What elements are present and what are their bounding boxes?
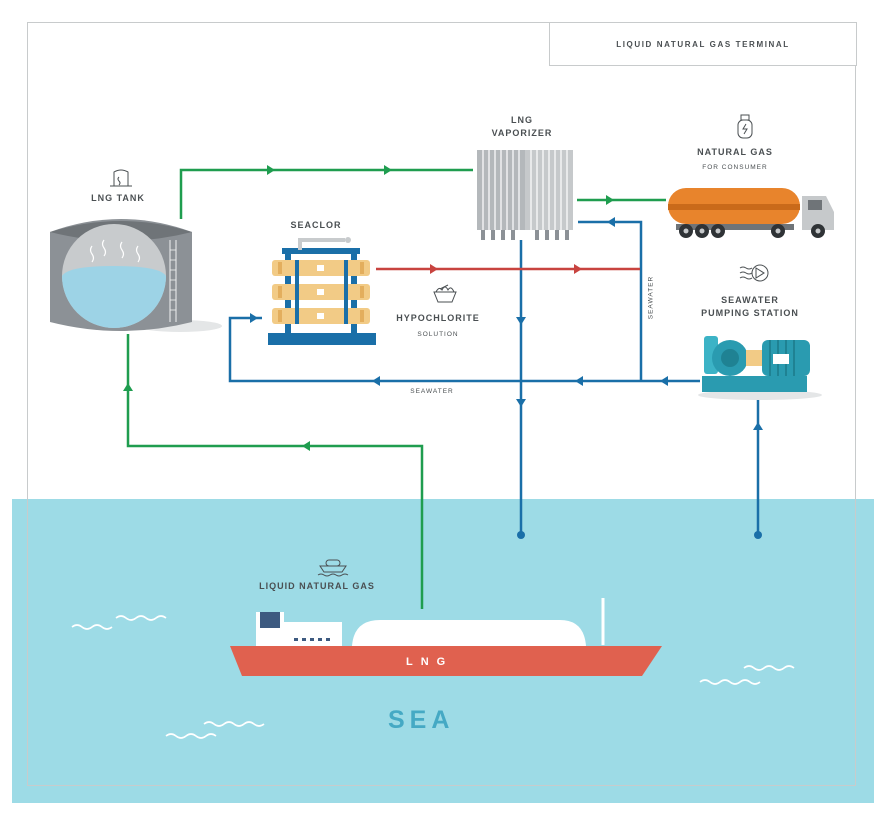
hypochlorite-label: HYPOCHLORITE [396,313,480,323]
gas-cylinder-icon [737,114,753,139]
tank-icon [110,169,132,187]
lng-tank [50,219,222,332]
seawater-flow-lines [228,220,760,533]
seawater-pump [698,336,822,400]
seawater-vertical-flow-label: SEAWATER [647,275,655,320]
bowl-icon [433,284,457,303]
waves [71,615,795,739]
natural-gas-label: NATURAL GAS [697,147,773,157]
lng-vaporizer [477,150,573,240]
pump-icon [739,264,769,282]
ship-hull-label: LNG [406,656,453,668]
diagram-frame [27,22,856,786]
natural-gas-sublabel: FOR CONSUMER [702,164,768,171]
vaporizer-label-line2: VAPORIZER [491,128,553,138]
seaclor-label: SEACLOR [290,220,342,230]
liquid-natural-gas-label: LIQUID NATURAL GAS [259,581,375,591]
seawater-flow-arrows [250,217,763,539]
gas-truck [668,188,834,238]
lng-ship: LNG [230,598,662,676]
seaclor-unit [268,237,376,345]
hypochlorite-flow-line [376,264,640,274]
vaporizer-label-line1: LNG [511,115,533,125]
lng-tank-label: LNG TANK [91,193,145,203]
pumping-station-label-line2: PUMPING STATION [701,308,799,318]
lng-flow-arrows [123,165,614,451]
title-box: LIQUID NATURAL GAS TERMINAL [549,22,857,66]
seawater-flow-label: SEAWATER [410,388,454,395]
hypochlorite-sublabel: SOLUTION [417,331,459,338]
ship-icon [317,559,349,577]
sea-label: SEA [388,706,455,734]
page-title: LIQUID NATURAL GAS TERMINAL [616,39,790,49]
pumping-station-label-line1: SEAWATER [721,295,779,305]
